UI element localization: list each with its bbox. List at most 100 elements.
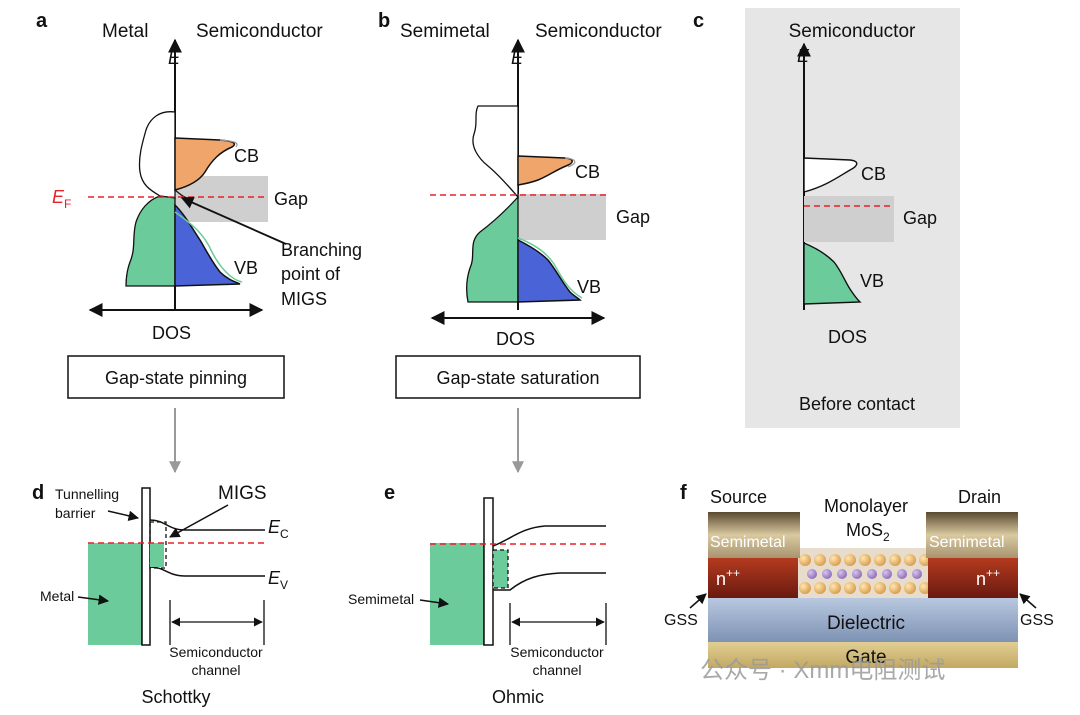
panel-e-ev-curve [493,572,606,591]
panel-b-dos-label: DOS [496,329,535,349]
panel-e-semimetal-label: Semimetal [348,591,414,607]
panel-c-cb-label: CB [861,164,886,184]
panel-d-metal-label: Metal [40,588,74,604]
panel-f-dielectric-layer [708,598,1018,642]
panel-d-ec-curve [149,519,265,531]
panel-a-energy-axis-label: E [168,48,181,68]
panel-b-energy-axis-label: E [511,48,524,68]
panel-d-tunnel-arrow [107,510,140,521]
panel-letter-e: e [384,482,395,504]
panel-b-semimetal-dos-empty [472,105,519,199]
panel-f-semimetal-left-label: Semimetal [710,534,786,551]
panel-c-title: Semiconductor [789,21,916,42]
panel-f-semimetal-right [926,512,1018,558]
panel-a-metal-dos-empty [138,111,176,199]
panel-e: e Semimetal Semiconductor channel Ohmic [348,482,608,707]
panel-a-right-title: Semiconductor [196,21,323,42]
panel-c-energy-axis-label: E [797,46,810,66]
panel-e-semimetal-block [430,543,484,645]
panel-a-box [67,355,285,399]
panel-d-tunnel-barrier [141,487,151,646]
panel-e-channel-line1: Semiconductor [510,644,604,660]
panel-c-cb-dos [803,157,858,193]
panel-c-gap-band [804,196,894,242]
panel-d-migs-filled [150,543,164,567]
panel-b-right-title: Semiconductor [535,21,662,42]
panel-b-box-text: Gap-state saturation [436,368,599,388]
panel-b-cb-label: CB [575,162,600,182]
panel-a: a Metal Semiconductor E Gap CB VB EF Bra… [36,10,362,474]
panel-b-semimetal-dos-filled [466,195,519,303]
panel-a-gap-label: Gap [274,189,308,209]
panel-d-ec-label: EC [268,517,289,541]
panel-e-caption: Ohmic [492,687,544,707]
panel-a-branching-line3: MIGS [281,289,327,309]
panel-d-tunnel-line1: Tunnelling [55,486,119,502]
panel-a-cb-label: CB [234,146,259,166]
panel-f: f Gate Dielectric n++ n++ [664,482,1054,668]
panel-f-source-label: Source [710,487,767,507]
panel-f-n-left-label: n++ [716,566,740,589]
panel-e-gap-states-box [492,549,509,589]
panel-b-cb-edge [564,157,576,168]
panel-b-vb-dos [517,238,582,303]
panel-f-mos2-atoms [799,554,931,594]
panel-c-vb-label: VB [860,271,884,291]
panel-b-vb-edge [517,237,583,299]
panel-b-gap-band [518,194,606,240]
panel-d-channel-line2: channel [191,662,240,678]
panel-a-branching-arrow [180,196,287,245]
panel-c-caption: Before contact [799,394,915,414]
panel-c-dos-label: DOS [828,327,867,347]
panel-f-gate-label: Gate [845,647,886,668]
panel-a-fermi-label: EF [52,187,71,211]
panel-f-semimetal-left [708,512,800,558]
panel-d-metal-block [88,543,142,645]
panel-b-cb-dos [517,155,573,186]
panel-letter-d: d [32,482,44,504]
panel-e-channel-line2: channel [532,662,581,678]
panel-c: c Semiconductor E Gap CB VB DOS Before c… [693,8,960,428]
panel-letter-b: b [378,10,390,32]
panel-d: d Tunnelling barrier MIGS EC EV Metal Se… [32,482,289,707]
panel-a-dos-label: DOS [152,323,191,343]
panel-b-left-title: Semimetal [400,21,490,42]
panel-f-mos2-label: MoS2 [846,520,890,544]
panel-b-vb-label: VB [577,277,601,297]
panel-d-migs-label: MIGS [218,483,267,504]
panel-f-monolayer-label: Monolayer [824,496,908,516]
panel-a-vb-label: VB [234,258,258,278]
panel-e-semimetal-arrow [419,597,450,608]
panel-f-n-right-label: n++ [976,566,1000,589]
watermark-text: 公众号 · Xmm电阻测试 [700,657,945,684]
panel-e-ec-curve [492,525,606,547]
panel-f-gss-left-arrow [689,593,707,609]
panel-a-branching-line2: point of [281,264,341,284]
panel-c-vb-dos [803,241,862,305]
panel-f-n-region-right [928,558,1018,598]
panel-d-metal-arrow [77,594,110,605]
panel-f-dielectric-label: Dielectric [827,613,905,634]
panel-a-left-title: Metal [102,21,148,42]
panel-b-gap-label: Gap [616,207,650,227]
panel-a-box-text: Gap-state pinning [105,368,247,388]
panel-a-branching-line1: Branching [281,240,362,260]
panel-d-channel-line1: Semiconductor [169,644,263,660]
panel-f-gate-layer [708,642,1018,668]
panel-b-box [395,355,641,399]
panel-letter-c: c [693,10,704,32]
panel-letter-f: f [680,482,687,504]
panel-a-vb-edge [174,211,243,283]
panel-f-drain-label: Drain [958,487,1001,507]
panel-b: b Semimetal Semiconductor E Gap CB VB DO… [378,10,662,474]
panel-d-caption: Schottky [141,687,210,707]
panel-f-gss-right-label: GSS [1020,612,1054,629]
panel-letter-a: a [36,10,48,32]
panel-d-tunnel-line2: barrier [55,505,96,521]
panel-f-gss-left-label: GSS [664,612,698,629]
panel-d-migs-arrow [169,504,229,538]
panel-f-gss-right-arrow [1019,593,1037,609]
panel-e-barrier [483,497,494,646]
panel-d-ev-label: EV [268,568,288,592]
